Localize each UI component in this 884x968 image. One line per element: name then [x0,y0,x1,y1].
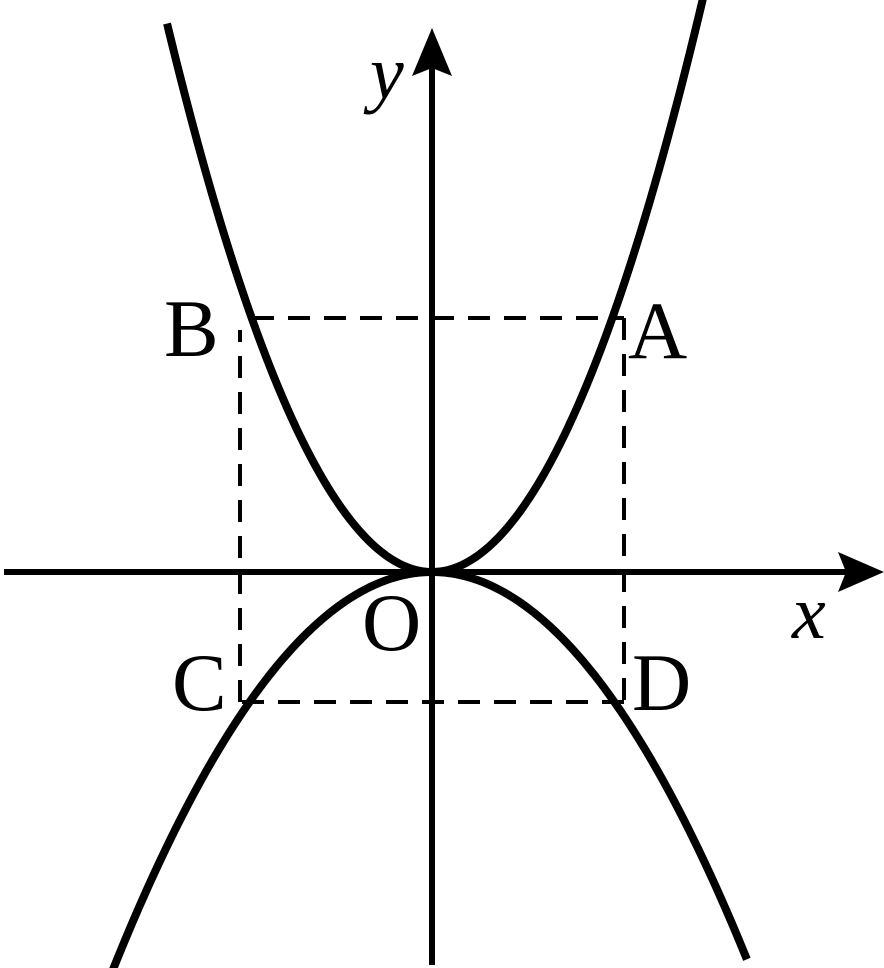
point-a-label: A [628,285,687,376]
upper-parabola [163,0,707,576]
point-b-label: B [164,283,219,374]
y-axis-label: y [363,31,404,115]
x-axis-arrow-icon [838,552,884,592]
x-axis-label: x [791,571,826,655]
lower-parabola [109,568,751,968]
origin-label: O [362,577,421,668]
y-axis-arrow-icon [412,28,452,76]
point-c-label: C [172,637,227,728]
point-d-label: D [632,637,691,728]
